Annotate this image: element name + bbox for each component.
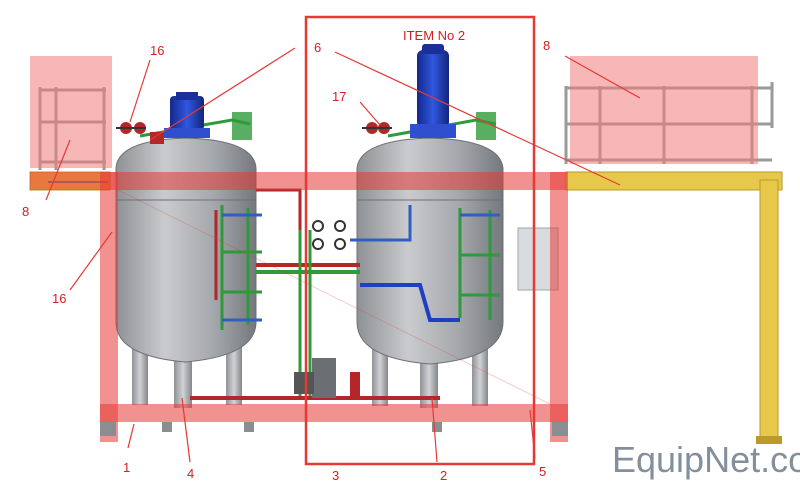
left-platform (29, 56, 112, 191)
callout-16-top: 16 (150, 43, 164, 58)
tank-2-dome (356, 137, 504, 201)
item-2-boundary (304, 15, 536, 466)
callout-1: 1 (123, 460, 130, 475)
frame-bottom-beam (100, 404, 568, 422)
watermark: EquipNet.com (612, 439, 800, 480)
callout-3: 3 (332, 468, 339, 483)
tank-2-valve-cluster (362, 122, 392, 134)
callout-4: 4 (187, 466, 194, 481)
callout-6: 6 (314, 40, 321, 55)
tank-2 (350, 112, 504, 408)
tank-1-body (115, 199, 257, 363)
callout-labels: ITEM No 2 6 8 16 17 8 16 1 4 3 2 5 (22, 28, 550, 483)
right-platform (564, 56, 783, 444)
callout-5: 5 (539, 464, 546, 479)
red-frame (30, 172, 568, 442)
callout-2: 2 (440, 468, 447, 483)
tank-1-legs (132, 342, 242, 408)
right-platform-highlight (570, 56, 758, 164)
right-platform-leg (759, 179, 779, 443)
tank-1 (115, 112, 262, 408)
frame-left-post (100, 172, 118, 442)
callout-16-left: 16 (52, 291, 66, 306)
tank-2-motor (410, 44, 456, 138)
callout-17: 17 (332, 89, 346, 104)
tank-2-body (356, 199, 504, 365)
left-platform-highlight (30, 56, 112, 168)
frame-right-post (550, 172, 568, 442)
callout-8-left: 8 (22, 204, 29, 219)
tank-1-motor (164, 92, 210, 138)
tank-1-valve-cluster (116, 122, 146, 134)
tank-1-dome (115, 137, 257, 201)
pump-unit (294, 358, 360, 398)
frame-feet (100, 422, 568, 436)
callout-8-top-right: 8 (543, 38, 550, 53)
item-title: ITEM No 2 (403, 28, 465, 43)
frame-top-beam (30, 172, 566, 190)
callout-leaders (45, 47, 641, 463)
